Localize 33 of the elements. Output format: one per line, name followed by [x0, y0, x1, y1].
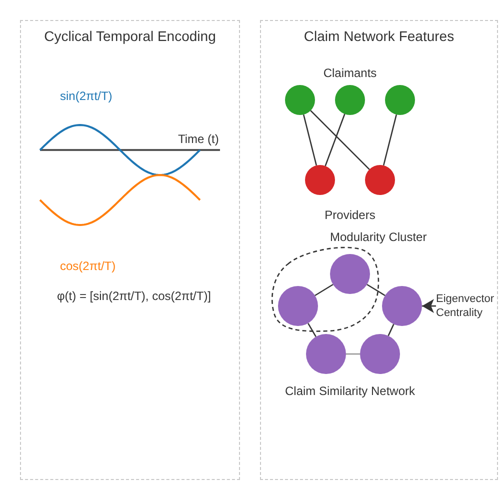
claimant-circle [385, 85, 415, 115]
network-node-circle [278, 286, 318, 326]
connector-line [366, 284, 386, 296]
connector-line [346, 353, 360, 355]
connector-line [388, 324, 394, 336]
connector-line [314, 284, 334, 296]
cosine-label: cos(2πt/T) [60, 259, 116, 273]
network-node-circle [360, 334, 400, 374]
connector-line [302, 114, 318, 166]
sine-label: sin(2πt/T) [60, 89, 112, 103]
group-label: Providers [324, 208, 376, 222]
group-label: Claimants [323, 66, 377, 80]
panel-title: Cyclical Temporal Encoding [44, 28, 216, 44]
connector-line [308, 322, 316, 338]
cluster-label: Modularity Cluster [330, 230, 427, 244]
dashed-panel [260, 20, 498, 480]
axis-label: Time (t) [178, 132, 219, 146]
connector-line [382, 114, 398, 166]
formula-text: φ(t) = [sin(2πt/T), cos(2πt/T)] [57, 289, 212, 303]
claimant-circle [335, 85, 365, 115]
network-label: Claim Similarity Network [285, 384, 415, 398]
network-node-circle [306, 334, 346, 374]
provider-circle [365, 165, 395, 195]
network-node-circle [330, 254, 370, 294]
dashed-panel [20, 20, 240, 480]
provider-circle [305, 165, 335, 195]
arrow [422, 299, 436, 313]
connector-line [310, 110, 370, 170]
panel-title: Claim Network Features [304, 28, 454, 44]
network-node-circle [382, 286, 422, 326]
connector-line [324, 114, 346, 166]
claimant-circle [285, 85, 315, 115]
centrality-label: Eigenvector Centrality [436, 292, 494, 320]
